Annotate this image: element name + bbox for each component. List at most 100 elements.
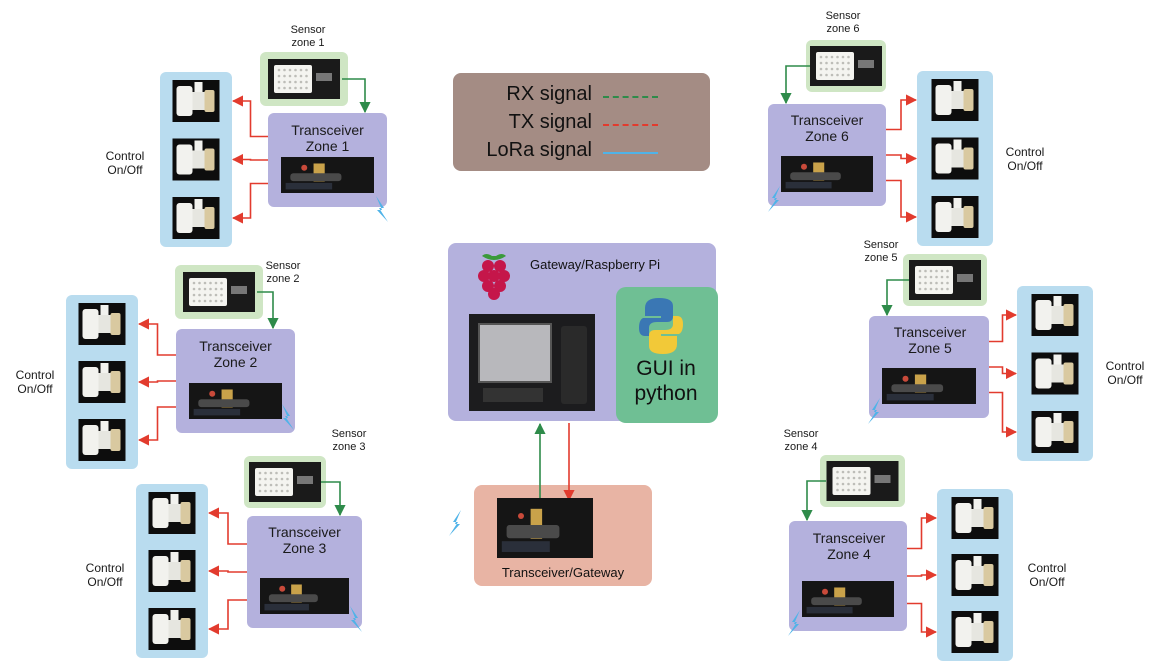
led <box>279 585 286 592</box>
sensor-grille <box>189 278 227 306</box>
sensor-hole <box>946 281 949 285</box>
sensor-hole <box>220 299 223 303</box>
sensor-grille <box>255 468 293 496</box>
sensor-hole <box>830 55 834 59</box>
solenoid-valve-icon <box>148 492 196 534</box>
sensor-hole <box>924 281 927 285</box>
control-label-zone-2-line-1: Control <box>15 368 55 382</box>
lightning-icon <box>449 510 461 536</box>
control-label-zone-3-line-1: Control <box>85 561 125 575</box>
sensor-hole <box>192 293 196 297</box>
valve-body <box>82 367 99 397</box>
tx-arrow-zone-3-valve-1 <box>207 507 247 545</box>
valve-body <box>955 617 972 647</box>
sensor-label-zone-3-line-2: zone 3 <box>332 440 366 453</box>
transceiver-title-zone-3-line-1: Transceiver <box>268 524 341 540</box>
valve-center <box>168 562 181 580</box>
sensor-hole <box>852 482 856 486</box>
lora-board-icon <box>802 581 894 617</box>
tx-arrow-zone-6-valve-1 <box>886 94 918 131</box>
rx-arrow-zone-4 <box>801 480 826 522</box>
valve-cap <box>953 198 962 208</box>
sensor-hole <box>863 476 867 480</box>
tx-arrow-zone-4-valve-1 <box>907 512 938 550</box>
valve-body <box>152 614 169 644</box>
lightning-icon <box>350 606 362 632</box>
sensor-hole <box>280 471 284 475</box>
gui-line-1: GUI in <box>636 357 696 380</box>
valve-body <box>82 309 99 339</box>
solenoid-valve-icon <box>78 361 126 403</box>
rx-arrow-zone-6 <box>780 65 812 105</box>
sensor-hole <box>819 73 823 77</box>
valve-center <box>98 431 111 449</box>
sensor-hole <box>836 488 839 492</box>
sensor-hole <box>924 287 927 291</box>
sensor-hole <box>198 287 201 291</box>
sensor-hole <box>825 67 828 71</box>
lightning-icon <box>788 610 800 636</box>
tx-arrow-zone-3-valve-3 <box>207 599 247 635</box>
sensor-hole <box>830 73 834 77</box>
python-yellow <box>649 316 683 354</box>
raspberry-berry <box>478 270 490 282</box>
valve-cap <box>194 140 203 151</box>
sensor-hole <box>918 281 922 285</box>
sensor-label-zone-4-line-1: Sensor <box>783 428 819 440</box>
sensor-hole <box>275 477 278 481</box>
valve-cap <box>973 499 982 509</box>
lightning-bolt <box>350 606 362 632</box>
raspberry-pi-icon <box>478 254 510 300</box>
sensor-hole <box>847 73 850 77</box>
led <box>518 513 524 519</box>
python-logo-icon <box>639 298 683 354</box>
led <box>301 164 308 171</box>
pcb <box>501 541 550 552</box>
sensor-hole <box>258 471 262 475</box>
sensor-hole <box>940 281 944 285</box>
sensor-hole <box>863 470 867 474</box>
power-bank <box>561 326 587 404</box>
valve-body <box>152 556 169 586</box>
solenoid-valve-icon <box>931 137 979 180</box>
antenna <box>290 173 342 182</box>
sensor-hole <box>305 86 308 90</box>
valve-outlet <box>1063 362 1074 385</box>
lightning-bolt <box>768 186 780 212</box>
valve-center <box>192 209 205 227</box>
antenna <box>891 384 944 393</box>
sensor-hole <box>847 470 850 474</box>
valve-outlet <box>180 560 191 582</box>
legend-rx: RX signal <box>453 83 710 109</box>
sensor-hole <box>288 86 292 90</box>
transceiver-title-zone-4-line-2: Zone 4 <box>827 546 871 563</box>
sensor-hole <box>924 275 927 279</box>
antenna-connector <box>530 508 543 539</box>
sensor-hole <box>825 61 828 65</box>
sensor-hole <box>841 482 845 486</box>
sensor-grille <box>816 52 854 80</box>
transceiver-title-zone-2-line-2: Zone 2 <box>213 354 258 371</box>
legend-tx-label: TX signal <box>508 111 592 133</box>
valve-outlet <box>110 429 121 451</box>
sensor-hole <box>277 80 281 84</box>
sensor-hole <box>275 483 278 487</box>
solenoid-valve-icon <box>172 197 220 239</box>
solenoid-valve-icon <box>951 497 999 539</box>
sensor-hole <box>836 55 839 59</box>
sensor-pins <box>858 60 874 68</box>
sensor-hole <box>305 74 308 78</box>
sensor-hole <box>847 482 850 486</box>
rx-arrow-zone-3 <box>320 481 346 517</box>
lightning-bolt <box>376 196 388 222</box>
sensor-hole <box>847 61 850 65</box>
sensor-hole <box>940 275 944 279</box>
valve-body <box>955 503 972 533</box>
sensor-grille <box>832 467 871 495</box>
sensor-hole <box>918 269 922 273</box>
